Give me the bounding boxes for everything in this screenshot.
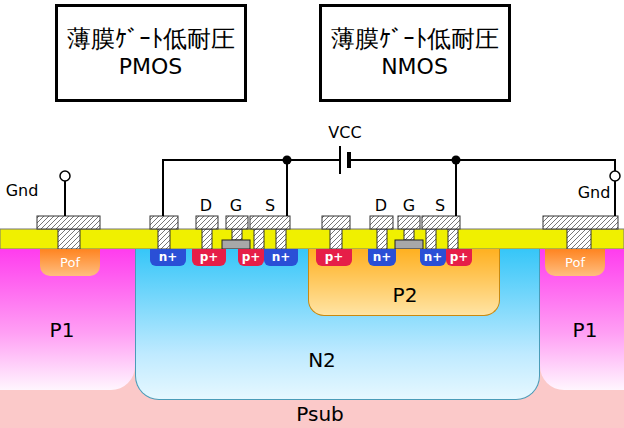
region-label: P1: [50, 318, 75, 342]
diffusion-region: n+: [368, 249, 396, 266]
metal-contact: [330, 229, 342, 249]
well-region: N2 n+ p+ p+ n+ P2 p+ n+ n+ p+: [135, 249, 540, 400]
diffusion-region: n+: [150, 249, 186, 266]
metal-contact: [37, 216, 100, 229]
metal-contact: [232, 229, 242, 240]
region-label: p+: [450, 250, 469, 264]
device-name: PMOS: [119, 54, 183, 80]
metal-contact: [426, 229, 436, 249]
title-text: 薄膜ｹﾞｰﾄ低耐圧: [331, 25, 499, 54]
metal-contact: [254, 229, 264, 249]
device-name: NMOS: [381, 54, 448, 80]
metal-contact: [158, 229, 170, 249]
well-region: P1 Pof: [540, 249, 624, 390]
device-title-box: 薄膜ｹﾞｰﾄ低耐圧PMOS: [55, 4, 247, 102]
battery-symbol: [347, 152, 351, 168]
diffusion-region: n+: [264, 249, 298, 266]
region-label: p+: [242, 250, 261, 264]
diffusion-region: p+: [316, 249, 352, 266]
metal-contact: [322, 216, 350, 229]
well-region: P2 p+ n+ n+ p+: [308, 249, 500, 316]
contact-diffusion: Pof: [545, 249, 605, 276]
region-label: n+: [159, 250, 178, 264]
region-label: n+: [272, 250, 291, 264]
region-label: P1: [573, 318, 598, 342]
metal-contact: [448, 229, 458, 249]
region-label: p+: [200, 250, 219, 264]
junction-dot: [283, 156, 292, 165]
metal-contact: [377, 229, 387, 249]
oxide-layer: [0, 229, 624, 249]
region-label: Pof: [60, 255, 80, 271]
metal-contact: [567, 229, 591, 249]
pin-label: S: [265, 197, 275, 215]
metal-contact: [276, 229, 286, 249]
metal-contact: [543, 216, 618, 229]
metal-contact: [150, 216, 178, 229]
battery-symbol: [339, 146, 341, 174]
terminal-label: Gnd: [6, 182, 39, 200]
metal-contact: [398, 216, 420, 229]
pin-label: D: [375, 197, 387, 215]
diffusion-region: n+: [420, 249, 446, 266]
metal-contact: [404, 229, 414, 240]
junction-dot: [452, 156, 461, 165]
pin-label: G: [403, 197, 415, 215]
substrate-region: Psub P1 PofN2 n+ p+ p+ n+ P2 p+ n+ n+ p+ P1 Pof: [0, 249, 624, 428]
title-text: 薄膜ｹﾞｰﾄ低耐圧: [67, 25, 235, 54]
region-label: n+: [424, 250, 443, 264]
metal-contact: [250, 216, 290, 229]
terminal-label: Gnd: [578, 184, 611, 202]
contact-diffusion: Pof: [40, 249, 100, 276]
gate-electrode: [222, 240, 250, 249]
region-label: Pof: [565, 255, 585, 271]
gate-electrode: [395, 240, 423, 249]
region-label: P2: [393, 283, 418, 307]
metal-contact: [370, 216, 393, 229]
diffusion-region: p+: [192, 249, 226, 266]
terminal-symbol: [60, 171, 70, 181]
well-region: P1 Pof: [0, 249, 135, 390]
region-label: n+: [373, 250, 392, 264]
metal-contact: [58, 229, 80, 249]
region-label: p+: [325, 250, 344, 264]
metal-contacts: [37, 216, 618, 249]
diffusion-region: p+: [238, 249, 264, 266]
supply-label: VCC: [328, 124, 361, 142]
pin-label: S: [435, 197, 445, 215]
pin-label: G: [230, 197, 242, 215]
device-title-box: 薄膜ｹﾞｰﾄ低耐圧NMOS: [319, 4, 511, 102]
metal-contact: [422, 216, 460, 229]
region-label: N2: [308, 348, 336, 372]
metal-contact: [226, 216, 248, 229]
diffusion-region: p+: [446, 249, 472, 266]
terminal-symbol: [610, 171, 620, 181]
region-label: Psub: [296, 402, 344, 426]
metal-contact: [196, 216, 218, 229]
metal-contact: [202, 229, 212, 249]
pin-label: D: [200, 197, 212, 215]
